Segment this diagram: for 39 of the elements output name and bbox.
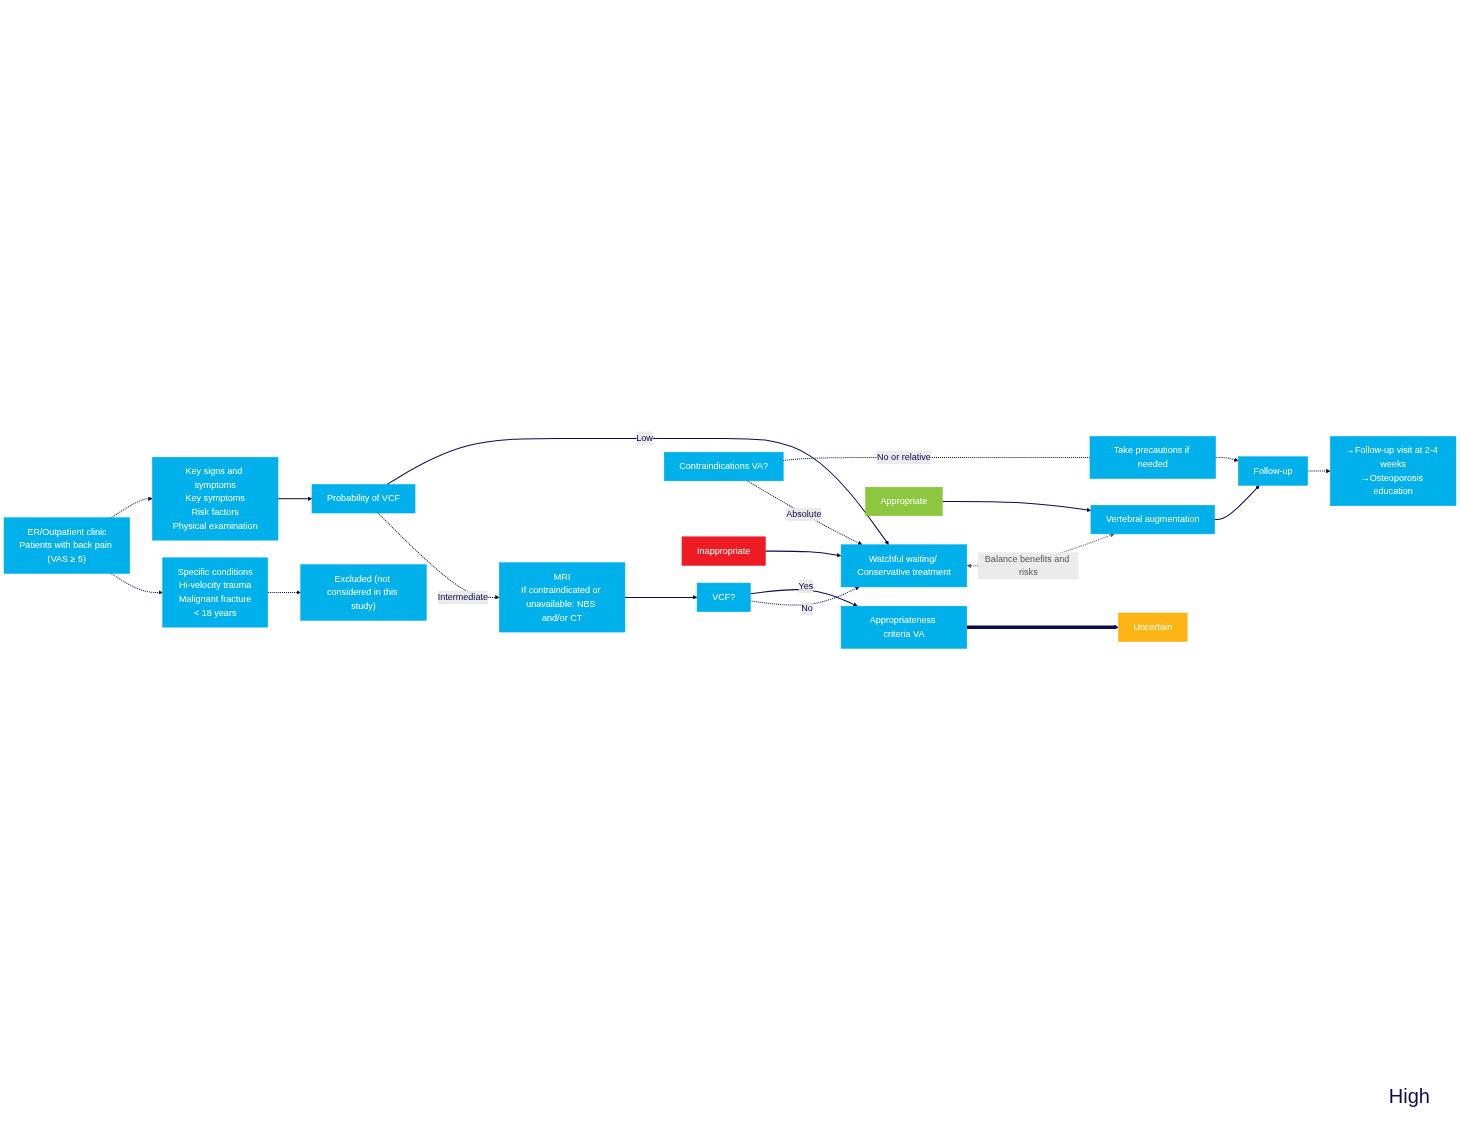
note-text: High: [1388, 1085, 1430, 1107]
arrow: [941, 500, 1092, 513]
arrow: [110, 573, 163, 595]
arrow: [377, 512, 500, 600]
arrow: [1214, 485, 1260, 521]
node-box: →Follow-up visit at 2-4 weeks →Osteoporosis education: [1330, 436, 1457, 506]
arrow: [386, 437, 889, 545]
arrow: [267, 590, 301, 595]
node-box: Probability of VCF: [311, 484, 416, 514]
node-box: Key signs and symptoms Key symptoms Risk factors Physical examination: [152, 457, 279, 541]
arrow: [1215, 456, 1239, 462]
node-box: MRI If contraindicated or unavailable: NBS and/or CT: [499, 562, 626, 633]
node-box: Appropriateness criteria VA: [840, 605, 967, 649]
edge-label: No or relative: [877, 452, 931, 463]
node-box: Inappropriate: [681, 536, 766, 566]
node-box: Take precautions if needed: [1089, 436, 1216, 479]
node-box: Specific conditions Hi-velocity trauma Malignant fracture < 18 years: [162, 557, 268, 628]
arrow: [277, 496, 313, 501]
node-box: Excluded (not considered in this study): [300, 564, 427, 621]
node-box: VCF?: [696, 582, 751, 612]
arrow: [110, 496, 153, 519]
edge-label: No: [801, 603, 813, 614]
node-box: Contraindications VA?: [663, 451, 784, 482]
node-box: Vertebral augmentation: [1090, 505, 1215, 535]
edge-label: Intermediate: [437, 592, 488, 603]
node-box: Watchful waiting/ Conservative treatment: [840, 544, 967, 588]
arrow: [624, 595, 698, 600]
arrow: [747, 480, 863, 545]
edge-label: Yes: [798, 581, 814, 592]
arrow: [966, 625, 1119, 630]
node-box: Follow-up: [1238, 456, 1308, 486]
edge-label: Absolute: [786, 509, 822, 520]
arrow: [764, 550, 842, 558]
edge-label: Balance benefits and risks: [984, 553, 1070, 578]
node-box: Appropriate: [865, 486, 943, 517]
edge-label: Low: [636, 433, 653, 444]
node-box: ER/Outpatient clinic Patients with back pain (VAS ≥ 5): [3, 517, 130, 574]
node-box: Uncertain: [1118, 612, 1188, 642]
arrow: [1307, 468, 1331, 474]
